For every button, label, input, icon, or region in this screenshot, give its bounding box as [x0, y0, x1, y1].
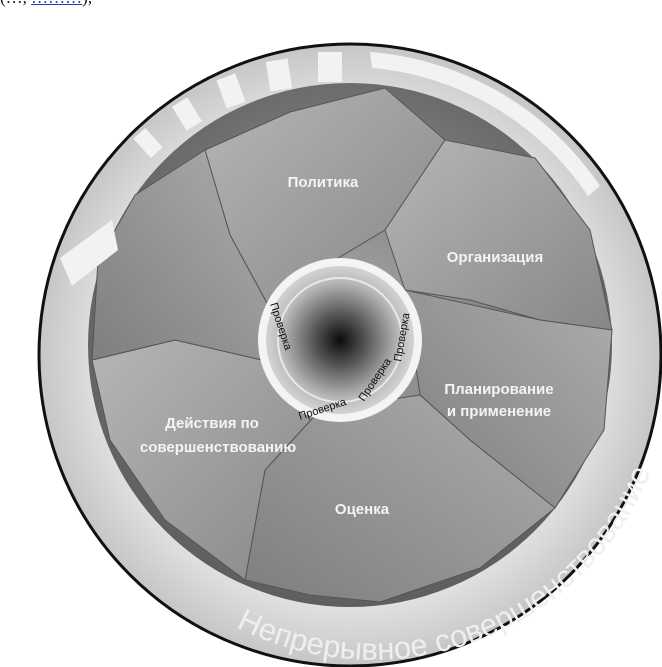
segment-label-planning-line2: и применение [447, 403, 551, 420]
segment-label-improvement-line1: Действия по [165, 415, 259, 432]
segment-label-organization: Организация [447, 249, 544, 266]
segment-label-evaluation: Оценка [335, 501, 390, 518]
segment-label-planning-line1: Планирование [444, 381, 553, 398]
segment-label-policy: Политика [288, 174, 359, 191]
segment-label-improvement-line2: совершенствованию [140, 439, 296, 456]
